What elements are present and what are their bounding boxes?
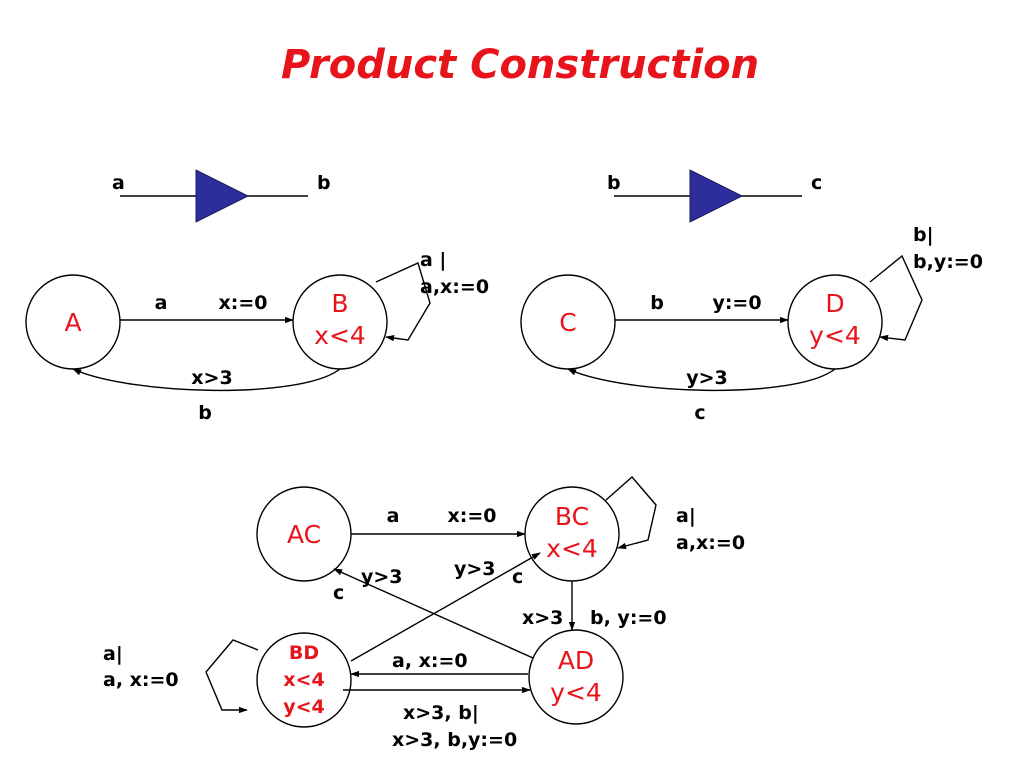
edge-c-to-d-action: b [650,292,664,314]
edge-ad-to-bd-label: a, x:=0 [392,650,468,672]
component-2-input-label: b [607,172,621,194]
edge-bc-to-ad-guard: x>3 [522,607,563,629]
state-b-invariant: x<4 [314,321,366,350]
edge-bd-to-bc-guard: y>3 [454,558,496,580]
edge-b-to-a-action: b [198,402,212,424]
edge-bd-to-ad-label-1: x>3, b| [403,702,479,724]
automaton-1: A B x<4 a x:=0 x>3 b a | a,x:=0 [25,249,489,424]
state-d-invariant: y<4 [809,321,861,350]
state-bd-invariant-y: y<4 [283,696,325,718]
edge-bd-to-bc [350,552,541,662]
self-loop-bd-label-1: a| [103,643,123,665]
edge-a-to-b-action: a [155,292,168,314]
state-c-label: C [559,308,576,337]
edge-b-to-a-guard: x>3 [191,367,232,389]
state-bc-label: BC [555,502,589,531]
state-bd-label: BD [289,642,319,664]
slide-title: Product Construction [281,42,759,88]
edge-bd-to-ad-label-2: x>3, b,y:=0 [392,729,517,751]
state-ad-label: AD [558,646,594,675]
component-2: b c [607,169,822,223]
self-loop-bd-label-2: a, x:=0 [103,669,179,691]
state-ad [528,629,624,725]
state-ac-label: AC [287,520,321,549]
self-loop-bd [205,639,259,714]
edge-d-to-c-action: c [694,402,705,424]
component-1-input-label: a [112,172,125,194]
edge-ad-to-ac-action: c [333,582,344,604]
product-automaton: AC BC x<4 BD x<4 y<4 AD y<4 a x:=0 a| a,… [103,476,745,751]
component-1-triangle-icon [195,169,250,223]
component-1: a b [112,169,331,223]
state-b-label: B [331,289,348,318]
self-loop-d-label-2: b,y:=0 [913,251,983,273]
self-loop-bc-label-2: a,x:=0 [676,532,745,554]
state-a-label: A [64,308,81,337]
edge-c-to-d-reset: y:=0 [712,292,761,314]
self-loop-d [869,254,923,342]
self-loop-b [375,262,431,342]
component-1-output-label: b [317,172,331,194]
edge-ad-to-ac-guard: y>3 [361,566,403,588]
edge-ac-to-bc-reset: x:=0 [448,505,497,527]
component-2-output-label: c [811,172,822,194]
state-bd [256,632,352,728]
edge-d-to-c-guard: y>3 [686,367,728,389]
automaton-2: C D y<4 b y:=0 y>3 c b| b,y:=0 [520,224,983,424]
state-bd-invariant-x: x<4 [283,669,324,691]
edge-ac-to-bc-action: a [387,505,400,527]
edge-a-to-b-reset: x:=0 [219,292,268,314]
component-2-triangle-icon [689,169,744,223]
self-loop-b-label-1: a | [420,249,446,271]
self-loop-b-label-2: a,x:=0 [420,276,489,298]
edge-d-to-c [567,368,836,392]
edge-bc-to-ad-action: b, y:=0 [590,607,667,629]
self-loop-bc [605,476,657,549]
state-bc-invariant: x<4 [546,534,598,563]
edge-b-to-a [72,368,341,392]
self-loop-bc-label-1: a| [676,505,696,527]
state-d-label: D [825,289,844,318]
self-loop-d-label-1: b| [913,224,934,246]
edge-bd-to-bc-action: c [512,566,523,588]
state-ad-invariant: y<4 [550,678,602,707]
